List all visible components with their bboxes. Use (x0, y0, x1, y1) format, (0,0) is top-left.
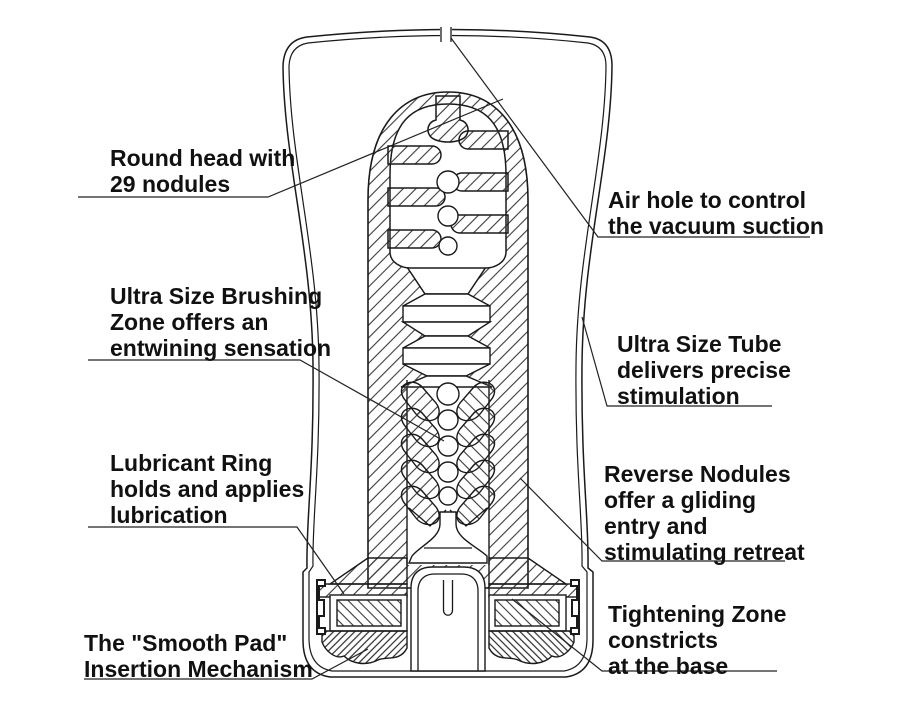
cup-outline (282, 28, 613, 678)
insertion-slit (442, 580, 454, 616)
insertion-channel-outer (410, 566, 486, 672)
lubricant-block-right-core (494, 599, 560, 627)
leader-brushing-zone (88, 359, 445, 442)
brushing-zone (400, 293, 493, 388)
label-ultra-size-tube: Ultra Size Tube delivers precise stimula… (617, 331, 791, 409)
label-lubricant-ring: Lubricant Ring holds and applies lubrica… (110, 450, 305, 528)
head-top-nodule (427, 95, 469, 143)
leader-reverse-nodules (519, 477, 785, 562)
leader-round-head (78, 98, 504, 198)
smooth-pad-right (488, 630, 575, 665)
head-side-nodules (387, 130, 509, 249)
suction-bell (407, 507, 488, 564)
label-round-head: Round head with 29 nodules (110, 145, 296, 197)
leader-lubricant-ring (88, 526, 345, 595)
label-brushing-zone: Ultra Size Brushing Zone offers an entwi… (110, 283, 332, 361)
cup-inner-line (288, 34, 607, 672)
label-smooth-pad: The "Smooth Pad" Insertion Mechanism (84, 630, 313, 682)
air-hole (440, 23, 452, 42)
head-center-holes (436, 170, 460, 256)
leader-ultra-size-tube (581, 316, 772, 407)
leader-lines (78, 37, 810, 680)
sleeve-flare-left (327, 557, 408, 585)
label-reverse-nodules: Reverse Nodules offer a gliding entry an… (604, 461, 805, 565)
label-air-hole: Air hole to control the vacuum suction (608, 187, 824, 239)
cup-outer-line (282, 28, 613, 678)
leader-tightening-zone (511, 598, 777, 672)
leader-air-hole (450, 37, 810, 238)
base-assembly (316, 557, 580, 672)
leader-smooth-pad (84, 648, 369, 680)
insertion-channel-inner (417, 573, 479, 671)
lubricant-block-left-core (336, 599, 402, 627)
label-tightening-zone: Tightening Zone constricts at the base (608, 601, 787, 679)
sleeve-flare-right (488, 557, 569, 585)
head-zone (387, 95, 509, 295)
smooth-pad-left (321, 630, 408, 665)
